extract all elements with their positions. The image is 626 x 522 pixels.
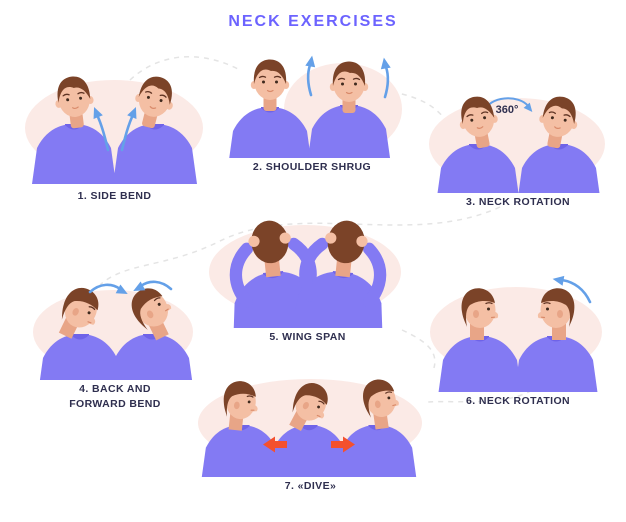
back-forward-bend-illustration (33, 280, 194, 380)
wing-span-illustration (209, 218, 401, 328)
head (250, 58, 290, 112)
hand (356, 235, 368, 247)
curved-arrow-icon (88, 283, 122, 294)
exercise-5-label: 5. WING SPAN (269, 331, 346, 343)
hand (325, 232, 337, 244)
exercise-4-back-forward-bend: 4. BACK AND FORWARD BEND (30, 272, 200, 411)
exercise-7-label: 7. «DIVE» (284, 480, 337, 492)
exercise-6-label: 6. NECK ROTATION (465, 395, 570, 407)
left-arm (299, 237, 329, 302)
bend-direction-arrows (88, 280, 173, 299)
rotation-degrees-label: 360° (496, 104, 519, 116)
exercise-2-shoulder-shrug: 2. SHOULDER SHRUG (222, 55, 402, 175)
neck-rotation-illustration: 360° (429, 92, 605, 193)
exercise-4-label: 4. BACK AND FORWARD BEND (69, 383, 161, 410)
exercise-7-dive: 7. «DIVE» (193, 365, 428, 494)
up-right-arrow-icon (120, 115, 134, 152)
left-arm (229, 242, 254, 308)
shrug-direction-arrows (305, 55, 391, 99)
right-arm (362, 242, 387, 308)
right-arrow-icon (331, 436, 355, 453)
curved-arrow-icon (139, 280, 173, 291)
exercise-1-label: 1. SIDE BEND (77, 190, 152, 202)
dive-illustration (198, 376, 422, 477)
exercise-6-neck-rotation: 6. NECK ROTATION (428, 268, 608, 409)
up-left-arrow-icon (96, 115, 110, 152)
hand (248, 235, 260, 247)
exercise-3-neck-rotation: 360° 3. NECK ROTATION (428, 80, 608, 210)
page-title: NECK EXERCISES (228, 13, 398, 30)
exercise-5-wing-span: 5. WING SPAN (205, 210, 410, 345)
connector-1-2 (129, 55, 241, 81)
exercise-1-side-bend: 1. SIDE BEND (22, 62, 207, 204)
exercise-2-label: 2. SHOULDER SHRUG (252, 161, 372, 173)
shoulder-shrug-illustration (228, 55, 402, 158)
connector-3-4 (99, 206, 501, 286)
exercise-3-label: 3. NECK ROTATION (465, 196, 570, 208)
up-arrow-icon (383, 65, 390, 99)
arrowhead-icon (305, 55, 318, 68)
arrowhead-icon (378, 56, 391, 70)
bend-direction-arrows (89, 105, 141, 152)
hand (279, 232, 291, 244)
neck-rotation-2-illustration (430, 273, 602, 392)
dive-direction-arrows (263, 436, 355, 453)
side-bend-illustration (25, 71, 203, 184)
arrowhead-icon (551, 273, 565, 286)
rotation-direction-arrow (551, 273, 592, 304)
up-arrow-icon (306, 63, 313, 97)
left-arrow-icon (263, 436, 287, 453)
curved-arrow-icon (560, 278, 592, 304)
connector-5-6 (401, 329, 436, 369)
person-wing-span-right (289, 218, 390, 328)
